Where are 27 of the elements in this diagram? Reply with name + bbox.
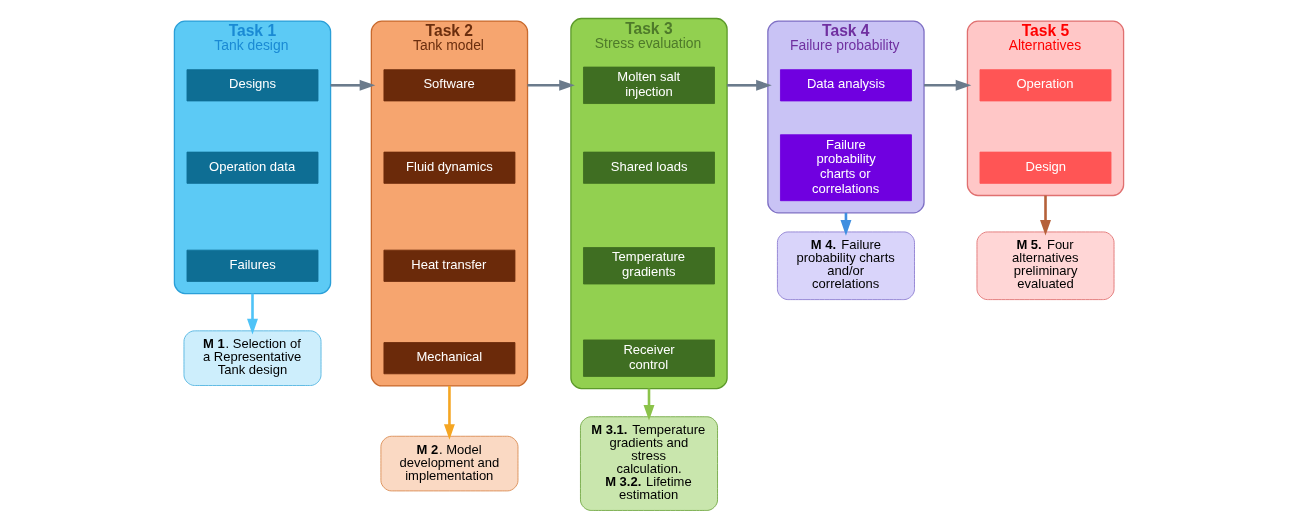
node-box: Heat transfer — [383, 249, 515, 282]
arrow — [443, 385, 455, 440]
arrow — [330, 79, 375, 91]
node-box: Failure probability charts or correlations — [779, 134, 912, 202]
node-box: M 4. Failure probability charts and/or correlations — [776, 231, 915, 301]
node-box: Failures — [186, 249, 318, 282]
node-box: Molten salt injection — [582, 66, 715, 104]
node-box: Fluid dynamics — [383, 151, 515, 184]
node-box: Operation — [979, 69, 1111, 102]
node-box: M 5. Four alternatives preliminary evaluated — [976, 231, 1114, 301]
arrow — [1039, 195, 1051, 236]
node-box: Temperature gradients — [582, 247, 715, 285]
node-box: Data analysis — [779, 69, 912, 102]
node-box: Designs — [186, 69, 318, 102]
node-box: Design — [979, 151, 1111, 184]
node-box: M 2. Model development and implementation — [379, 435, 518, 492]
arrow — [726, 79, 772, 91]
arrow — [527, 79, 575, 91]
node-box: Shared loads — [582, 151, 715, 184]
node-box: Receiver control — [582, 339, 715, 377]
node-box: Operation data — [186, 151, 318, 184]
node-box: M 3.1. Temperature gradients and stress calculation. M 3.2. Lifetime estimation — [579, 416, 718, 511]
node-box: M 1. Selection of a Representative Tank design — [183, 330, 321, 386]
node-box: Software — [383, 69, 515, 102]
arrow — [246, 293, 258, 335]
arrow — [923, 79, 971, 91]
node-box: Mechanical — [383, 342, 515, 375]
